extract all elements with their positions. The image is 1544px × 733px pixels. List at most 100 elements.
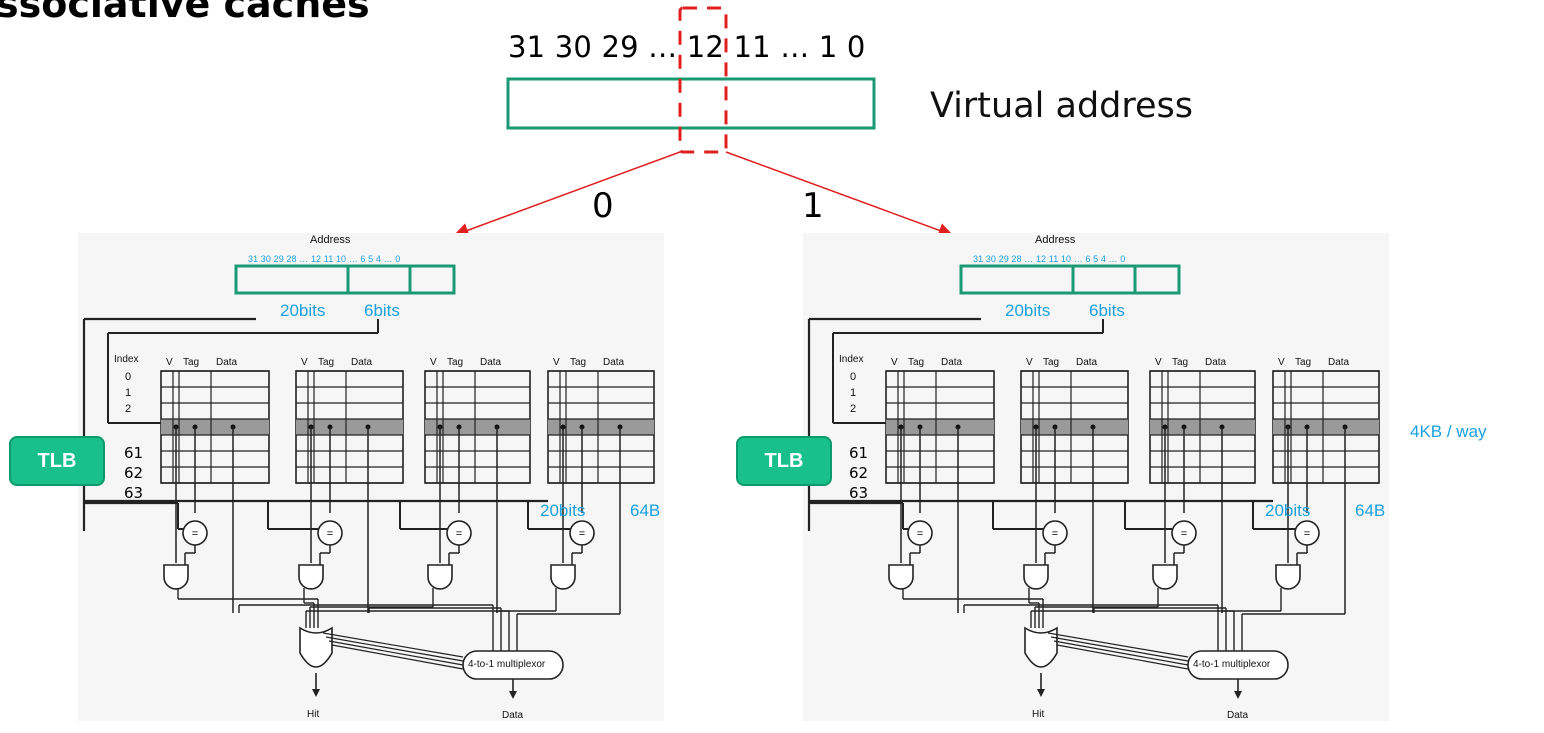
header-v: V: [1155, 357, 1162, 368]
and-gate-2: [427, 564, 453, 590]
tag-field-bits: 20bits: [280, 301, 326, 320]
select-wire: [325, 636, 464, 662]
and-gate-0: [888, 564, 914, 590]
index-row-label: 61: [124, 444, 144, 462]
bit-12-highlight: [678, 6, 728, 154]
select-wire: [1050, 636, 1189, 662]
comparator-symbol: =: [1181, 528, 1187, 540]
cache-circuit: ====: [82, 264, 655, 699]
block-size-label: 64B: [1355, 501, 1386, 520]
and-gate-3: [1275, 564, 1301, 590]
header-data: Data: [1076, 357, 1098, 368]
address-field-box: [959, 264, 1181, 295]
way-size-label: 4KB / way: [1410, 422, 1487, 441]
header-v: V: [430, 357, 437, 368]
comparator-symbol: =: [1052, 528, 1058, 540]
data-arrow: [1234, 691, 1242, 699]
address-label: Address: [310, 234, 351, 246]
header-index: Index: [839, 354, 864, 365]
selected-row-2: [1150, 419, 1255, 435]
cache-circuit: = = = =: [807, 264, 1380, 699]
tag-bits-label: 20bits: [1265, 501, 1311, 520]
branch-label-0: 0: [592, 186, 614, 226]
comparator-symbol: =: [1304, 528, 1310, 540]
hit-label: Hit: [307, 709, 320, 720]
header-tag: Tag: [570, 357, 587, 368]
and-gate-3: [550, 564, 576, 590]
virtual-address-label: Virtual address: [930, 86, 1193, 126]
header-v: V: [166, 357, 173, 368]
index-field-bits: 6bits: [364, 301, 400, 320]
select-wire: [1053, 640, 1189, 666]
index-row-label: 63: [849, 484, 869, 502]
index-row-label: 1: [850, 387, 857, 399]
header-v: V: [1026, 357, 1033, 368]
hit-arrow: [312, 689, 320, 697]
select-wire: [1056, 644, 1189, 670]
arrow-to-panel-0: [453, 151, 681, 238]
header-tag: Tag: [318, 357, 335, 368]
selected-row-1: [1021, 419, 1128, 435]
index-row-label: 62: [849, 464, 869, 482]
tlb-badge-left: TLB: [9, 436, 105, 486]
hit-arrow: [1037, 689, 1045, 697]
and-gate-1: [1023, 564, 1049, 590]
header-tag: Tag: [183, 357, 200, 368]
select-wire: [328, 640, 464, 666]
hit-label: Hit: [1032, 709, 1045, 720]
index-row-label: 62: [124, 464, 144, 482]
comparator-symbol: =: [327, 528, 333, 540]
index-row-label: 61: [849, 444, 869, 462]
header-tag: Tag: [908, 357, 925, 368]
index-row-label: 63: [124, 484, 144, 502]
tlb-badge-right: TLB: [736, 436, 832, 486]
select-wire: [1047, 632, 1189, 658]
header-index: Index: [114, 354, 139, 365]
selected-row-0: [886, 419, 994, 435]
block-size-label: 64B: [630, 501, 661, 520]
header-data: Data: [1328, 357, 1350, 368]
and-gate-0: [163, 564, 189, 590]
index-field-bits: 6bits: [1089, 301, 1125, 320]
index-row-label: 2: [125, 403, 132, 415]
slide-title: ssociative caches: [0, 0, 370, 26]
header-data: Data: [216, 357, 238, 368]
selected-row-1: [296, 419, 403, 435]
header-tag: Tag: [1295, 357, 1312, 368]
header-data: Data: [603, 357, 625, 368]
data-arrow: [509, 691, 517, 699]
select-wire: [322, 632, 464, 658]
branch-label-1: 1: [802, 186, 824, 226]
or-gate: [299, 626, 333, 668]
tag-field-bits: 20bits: [1005, 301, 1051, 320]
multiplexor-label: 4-to-1 multiplexor: [1193, 659, 1271, 670]
index-row-label: 2: [850, 403, 857, 415]
tag-bits-label: 20bits: [540, 501, 586, 520]
header-tag: Tag: [1043, 357, 1060, 368]
and-gate-2: [1152, 564, 1178, 590]
address-label: Address: [1035, 234, 1076, 246]
header-v: V: [553, 357, 560, 368]
select-wire: [331, 644, 464, 670]
selected-row-3: [548, 419, 654, 435]
virtual-address-bit-labels: 31 30 29 … 12 11 … 1 0: [508, 30, 866, 64]
index-row-label: 0: [850, 371, 857, 383]
selected-row-2: [425, 419, 530, 435]
arrow-to-panel-1: [725, 151, 954, 238]
header-v: V: [1278, 357, 1285, 368]
header-data: Data: [480, 357, 502, 368]
header-tag: Tag: [447, 357, 464, 368]
comparator-symbol: =: [917, 528, 923, 540]
comparator-symbol: =: [579, 528, 585, 540]
address-field-box: [234, 264, 456, 295]
header-v: V: [891, 357, 898, 368]
virtual-address-box: [506, 77, 876, 130]
header-v: V: [301, 357, 308, 368]
header-data: Data: [941, 357, 963, 368]
header-tag: Tag: [1172, 357, 1189, 368]
header-data: Data: [1205, 357, 1227, 368]
